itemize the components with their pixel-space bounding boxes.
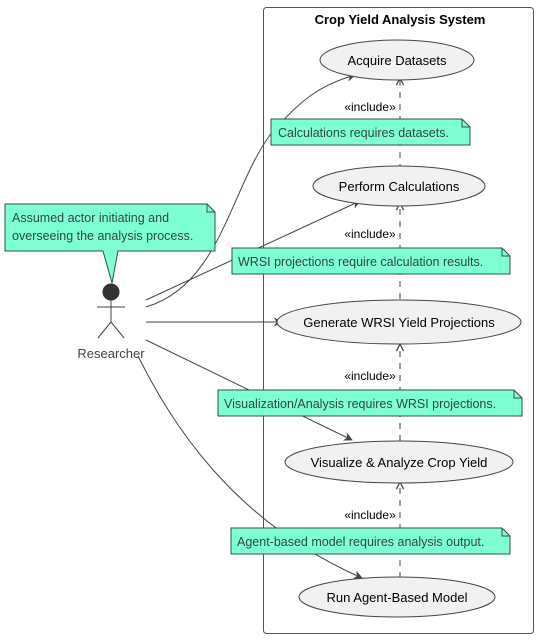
- actor-label: Researcher: [77, 346, 145, 361]
- note-agent: Agent-based model requires analysis outp…: [230, 527, 511, 555]
- actor-note-line2: overseeing the analysis process.: [12, 229, 193, 243]
- actor-note: Assumed actor initiating and overseeing …: [4, 203, 216, 284]
- note-text: WRSI projections require calculation res…: [238, 255, 483, 269]
- system-title: Crop Yield Analysis System: [315, 12, 486, 27]
- use-case-label: Run Agent-Based Model: [327, 590, 468, 605]
- use-case-label: Visualize & Analyze Crop Yield: [311, 455, 488, 470]
- include-label: «include»: [344, 227, 396, 241]
- include-label: «include»: [344, 100, 396, 114]
- actor-head-icon: [102, 283, 120, 301]
- note-text: Agent-based model requires analysis outp…: [237, 535, 484, 549]
- use-case-acquire-datasets[interactable]: Acquire Datasets: [319, 39, 475, 81]
- use-case-label: Perform Calculations: [339, 179, 460, 194]
- include-label: «include»: [344, 508, 396, 522]
- use-case-label: Acquire Datasets: [348, 53, 447, 68]
- actor-researcher[interactable]: Researcher: [77, 283, 145, 361]
- use-case-label: Generate WRSI Yield Projections: [303, 315, 495, 330]
- note-calculations: Calculations requires datasets.: [270, 118, 471, 146]
- note-text: Visualization/Analysis requires WRSI pro…: [224, 397, 496, 411]
- note-text: Calculations requires datasets.: [278, 126, 449, 140]
- use-case-perform-calculations[interactable]: Perform Calculations: [312, 165, 486, 207]
- use-case-visualize-analyze[interactable]: Visualize & Analyze Crop Yield: [284, 440, 514, 484]
- assoc-acquire: [145, 72, 356, 308]
- note-wrsi: WRSI projections require calculation res…: [231, 247, 511, 275]
- use-case-run-agent-model[interactable]: Run Agent-Based Model: [298, 576, 496, 618]
- include-label: «include»: [344, 369, 396, 383]
- actor-note-line1: Assumed actor initiating and: [12, 211, 169, 225]
- use-case-generate-wrsi[interactable]: Generate WRSI Yield Projections: [276, 299, 522, 345]
- note-visualization: Visualization/Analysis requires WRSI pro…: [217, 389, 523, 417]
